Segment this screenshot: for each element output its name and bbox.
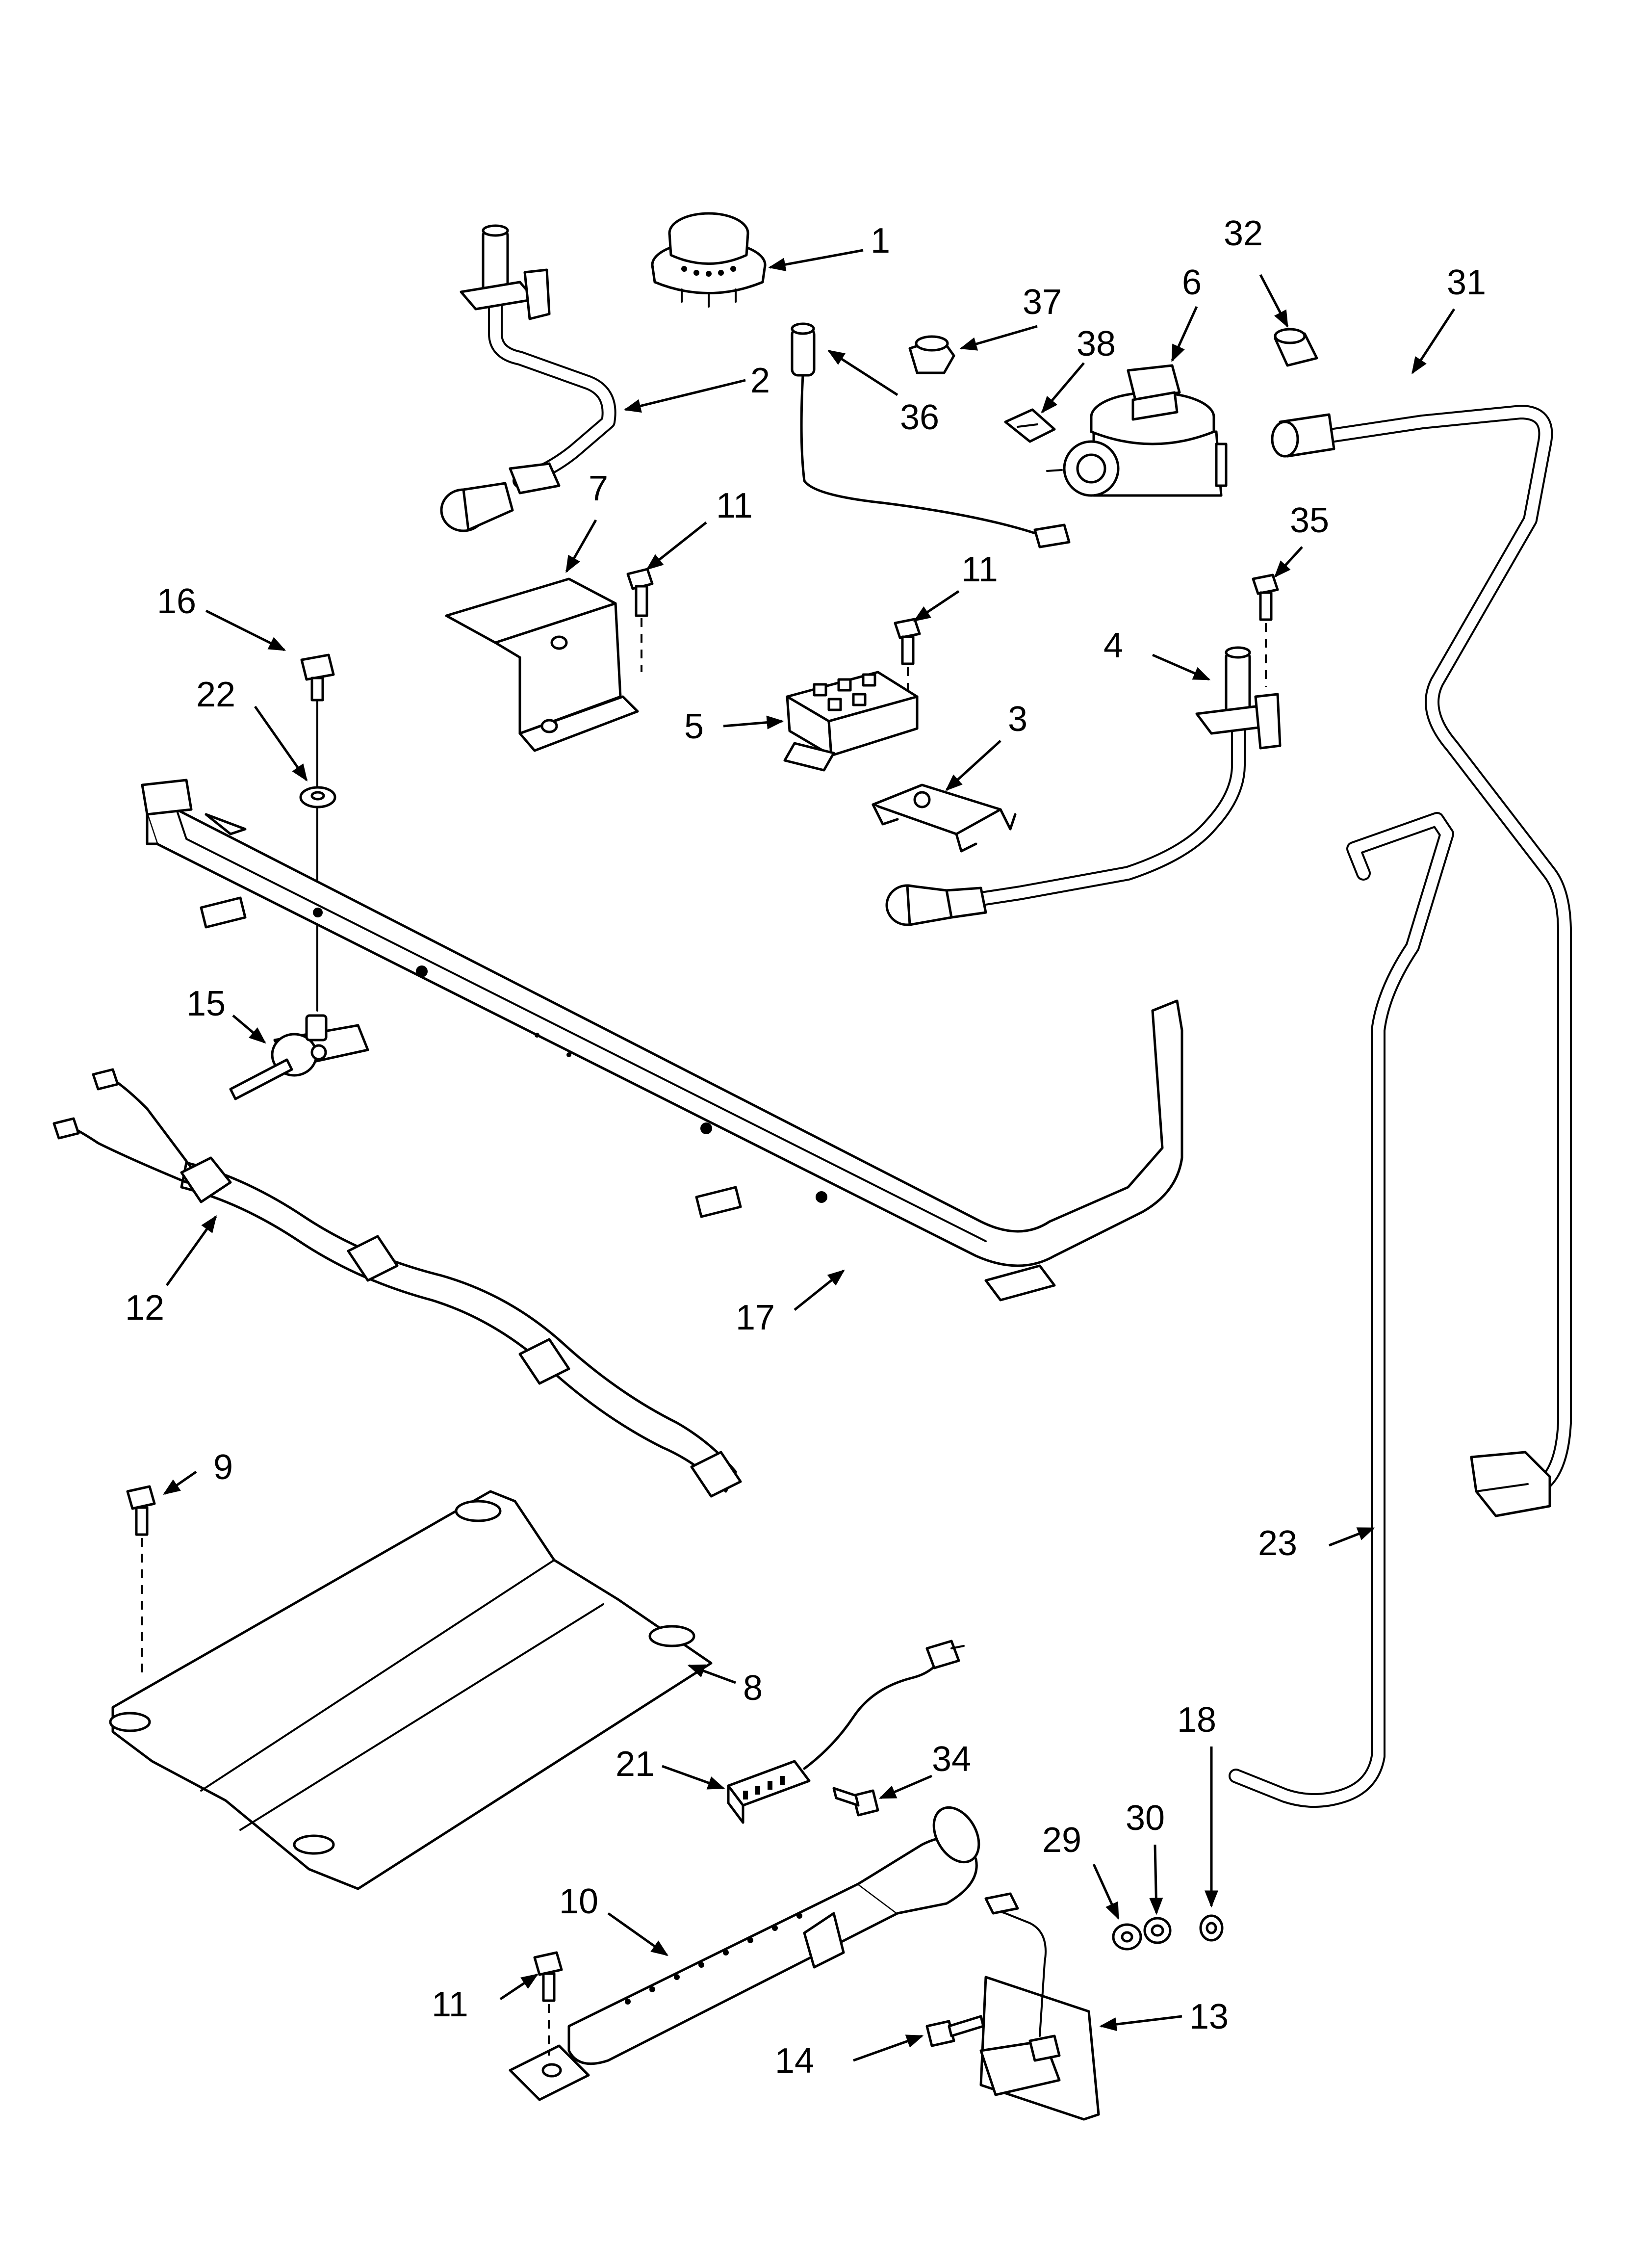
part-37-clip (908, 335, 955, 374)
part-10-burner (509, 1806, 980, 2101)
callout-1: 1 (871, 221, 890, 261)
callout-5: 5 (684, 707, 704, 746)
part-11-screw-middle (894, 618, 921, 711)
part-32-fitting (1274, 328, 1318, 367)
part-1-burner-cap (651, 212, 767, 308)
part-38-bracket (1004, 408, 1056, 443)
part-4-burner-tube-right (885, 646, 1282, 926)
part-22-washer (299, 786, 336, 808)
part-23-tube (1229, 812, 1454, 1808)
callout-11c: 11 (432, 1985, 468, 2024)
callout-8: 8 (743, 1668, 763, 1708)
callout-29: 29 (1042, 1821, 1081, 1860)
part-11-screw-lower (533, 1951, 563, 2056)
part-9-screw (126, 1485, 156, 1678)
callout-32: 32 (1224, 214, 1263, 253)
callout-36: 36 (900, 398, 939, 437)
part-5-spark-module (783, 671, 919, 772)
part-30-spacer (1143, 1917, 1172, 1944)
callout-17: 17 (736, 1298, 775, 1337)
part-7-cover (445, 577, 639, 752)
part-17-manifold-bracket (141, 779, 1183, 1302)
part-35-screw (1252, 574, 1279, 687)
part-18-spacer (1199, 1914, 1224, 1942)
callout-2: 2 (750, 361, 770, 400)
callout-11a: 11 (716, 486, 753, 525)
callout-3: 3 (1008, 700, 1027, 739)
callout-12: 12 (125, 1288, 164, 1328)
callout-10: 10 (559, 1882, 598, 1921)
part-14-screw (925, 2015, 985, 2047)
callout-23: 23 (1258, 1524, 1297, 1563)
callout-15: 15 (186, 984, 226, 1023)
callout-16: 16 (157, 582, 196, 621)
part-31-manifold-tube (1271, 405, 1572, 1517)
part-15-valve (229, 1014, 369, 1100)
callout-22: 22 (196, 675, 235, 714)
callout-labels: 1 2 3 4 5 6 7 8 9 10 11 11 11 12 13 14 1… (125, 214, 1486, 2081)
callout-18: 18 (1177, 1700, 1216, 1740)
callout-34: 34 (932, 1740, 971, 1779)
part-29-nut (1112, 1923, 1142, 1951)
part-2-burner-tube (440, 224, 616, 532)
part-13-orifice-bracket (979, 1892, 1100, 2121)
callout-7: 7 (589, 469, 608, 508)
callout-31: 31 (1447, 263, 1486, 302)
callout-35: 35 (1290, 501, 1329, 540)
callout-leaders (163, 249, 1456, 2062)
callout-13: 13 (1189, 1997, 1229, 2036)
part-8-heat-shield (109, 1490, 713, 1890)
part-21-igniter (727, 1640, 965, 1824)
part-16-bolt (300, 653, 335, 1012)
part-36-electrode (791, 322, 1071, 548)
callout-9: 9 (213, 1448, 233, 1487)
callout-21: 21 (616, 1745, 655, 1784)
callout-4: 4 (1103, 626, 1123, 665)
part-34-screw (832, 1787, 879, 1817)
callout-6: 6 (1182, 263, 1202, 302)
part-12-wire-harness (52, 1068, 742, 1498)
part-11-screw-upper (626, 568, 654, 672)
callout-37: 37 (1023, 283, 1062, 322)
part-3-bracket (872, 783, 1017, 853)
callout-30: 30 (1126, 1799, 1165, 1838)
callout-38: 38 (1077, 324, 1116, 364)
part-6-regulator (1046, 364, 1228, 497)
callout-11b: 11 (961, 550, 998, 589)
callout-14: 14 (775, 2041, 814, 2081)
